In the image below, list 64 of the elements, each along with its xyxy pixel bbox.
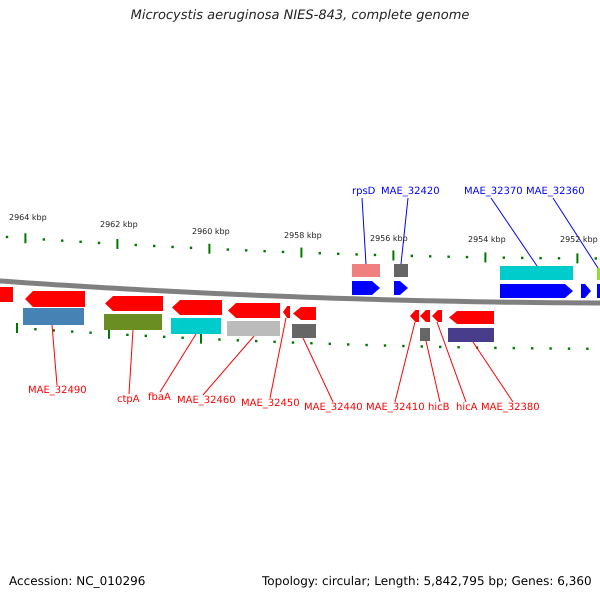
scale-label: 2958 kbp <box>284 230 322 242</box>
gene-block <box>283 306 290 318</box>
feature-bar <box>23 308 84 325</box>
scale-label: 2952 kbp <box>560 234 598 246</box>
gene-block <box>293 307 316 320</box>
leader-line <box>52 324 58 386</box>
gene-label: fbaA <box>148 392 171 404</box>
gene-label: MAE_32490 <box>28 385 87 397</box>
scale-label: 2962 kbp <box>100 219 138 231</box>
gene-block <box>449 311 494 324</box>
gene-label: MAE_32360 <box>526 186 585 198</box>
gene-label: MAE_32380 <box>481 402 540 414</box>
gene-label: rpsD <box>352 186 376 198</box>
feature-bar <box>292 324 316 338</box>
leader-line <box>202 336 254 396</box>
leader-line <box>552 198 598 268</box>
scale-label: 2960 kbp <box>192 226 230 238</box>
footer-text: Topology: circular; Length: 5,842,795 bp; Genes: 6,360 <box>262 575 592 587</box>
gene-block <box>105 296 163 311</box>
gene-block <box>410 310 419 322</box>
leader-line <box>426 340 440 402</box>
feature-bar <box>171 318 221 334</box>
gene-block <box>394 281 408 295</box>
feature-bar <box>500 266 573 280</box>
gene-block <box>25 291 85 307</box>
leader-line <box>400 198 408 264</box>
gene-label: hicB <box>428 402 450 414</box>
gene-block <box>597 284 600 298</box>
leader-line <box>128 330 134 394</box>
gene-label: ctpA <box>117 394 140 406</box>
gene-label: MAE_32450 <box>241 398 300 410</box>
gene-block <box>0 287 13 302</box>
footer-text: Accession: NC_010296 <box>9 575 146 587</box>
gene-label: MAE_32460 <box>177 395 236 407</box>
feature-bar <box>597 268 600 280</box>
gene-label: hicA <box>456 402 478 414</box>
leader-line <box>270 318 286 398</box>
scale-label: 2964 kbp <box>9 212 47 224</box>
leader-line <box>362 198 366 264</box>
feature-bar <box>394 264 408 277</box>
gene-block <box>352 281 380 295</box>
feature-bar <box>420 328 430 341</box>
gene-block <box>500 284 573 298</box>
gene-block <box>581 284 591 298</box>
feature-bar <box>227 321 280 336</box>
leader-line <box>472 342 514 402</box>
leader-line <box>490 198 538 266</box>
title: Microcystis aeruginosa NIES-843, complete genome <box>130 10 470 22</box>
gene-label: MAE_32420 <box>381 186 440 198</box>
gene-label: MAE_32410 <box>366 402 425 414</box>
leader-line <box>436 322 466 402</box>
leader-line <box>394 322 416 402</box>
gene-block <box>432 310 442 322</box>
gene-block <box>228 303 280 318</box>
feature-bar <box>448 328 494 342</box>
gene-label: MAE_32370 <box>464 186 523 198</box>
gene-block <box>172 300 222 315</box>
gene-block <box>420 310 430 322</box>
gene-label: MAE_32440 <box>304 402 363 414</box>
feature-bar <box>352 264 380 277</box>
feature-bar <box>104 314 162 330</box>
leader-line <box>302 338 334 402</box>
leader-line <box>160 334 196 392</box>
scale-label: 2954 kbp <box>468 234 506 246</box>
